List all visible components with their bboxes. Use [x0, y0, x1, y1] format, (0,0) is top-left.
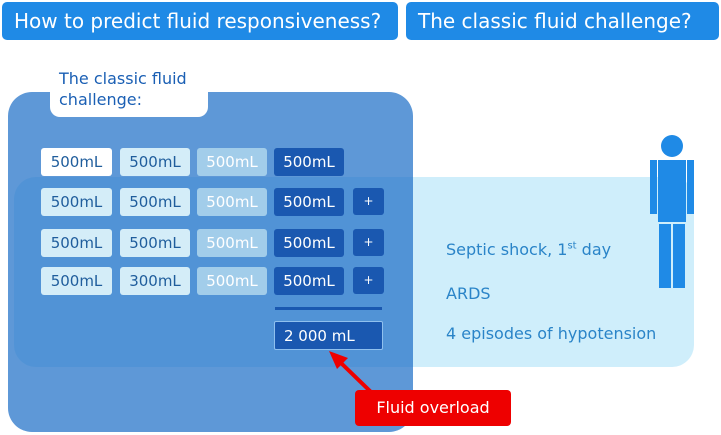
bolus-chip: 500mL — [120, 188, 190, 216]
patient-line-septic-shock: Septic shock, 1st day — [446, 240, 612, 259]
bolus-chip: 500mL — [120, 148, 190, 176]
bolus-chip: 500mL — [41, 229, 112, 257]
header-title-right: The classic fluid challenge? — [406, 2, 719, 40]
bolus-chip: 500mL — [274, 148, 344, 176]
total-volume: 2 000 mL — [274, 321, 383, 350]
bolus-chip: 500mL — [197, 188, 267, 216]
plus-icon: + — [353, 188, 384, 215]
bolus-chip: 300mL — [120, 267, 190, 295]
patient-line-hypotension: 4 episodes of hypotension — [446, 324, 657, 343]
panel-label-line2: challenge: — [59, 90, 143, 109]
person-icon — [650, 135, 694, 288]
fluid-challenge-panel — [8, 92, 413, 432]
header-title-left: How to predict fluid responsiveness? — [2, 2, 398, 40]
bolus-chip: 500mL — [274, 229, 344, 257]
bolus-chip: 500mL — [41, 188, 112, 216]
bolus-chip: 500mL — [120, 229, 190, 257]
plus-icon: + — [353, 229, 384, 256]
fluid-overload-badge: Fluid overload — [355, 390, 511, 426]
bolus-chip: 500mL — [197, 148, 267, 176]
bolus-chip: 500mL — [41, 267, 112, 295]
bolus-chip: 500mL — [274, 188, 344, 216]
patient-line-ards: ARDS — [446, 284, 491, 303]
bolus-chip: 500mL — [274, 267, 344, 295]
panel-label: The classic fluid challenge: — [50, 64, 208, 117]
sum-divider — [275, 307, 382, 310]
bolus-chip: 500mL — [197, 267, 267, 295]
plus-icon: + — [353, 267, 384, 294]
bolus-chip: 500mL — [197, 229, 267, 257]
panel-label-line1: The classic fluid — [59, 69, 187, 88]
bolus-chip: 500mL — [41, 148, 112, 176]
